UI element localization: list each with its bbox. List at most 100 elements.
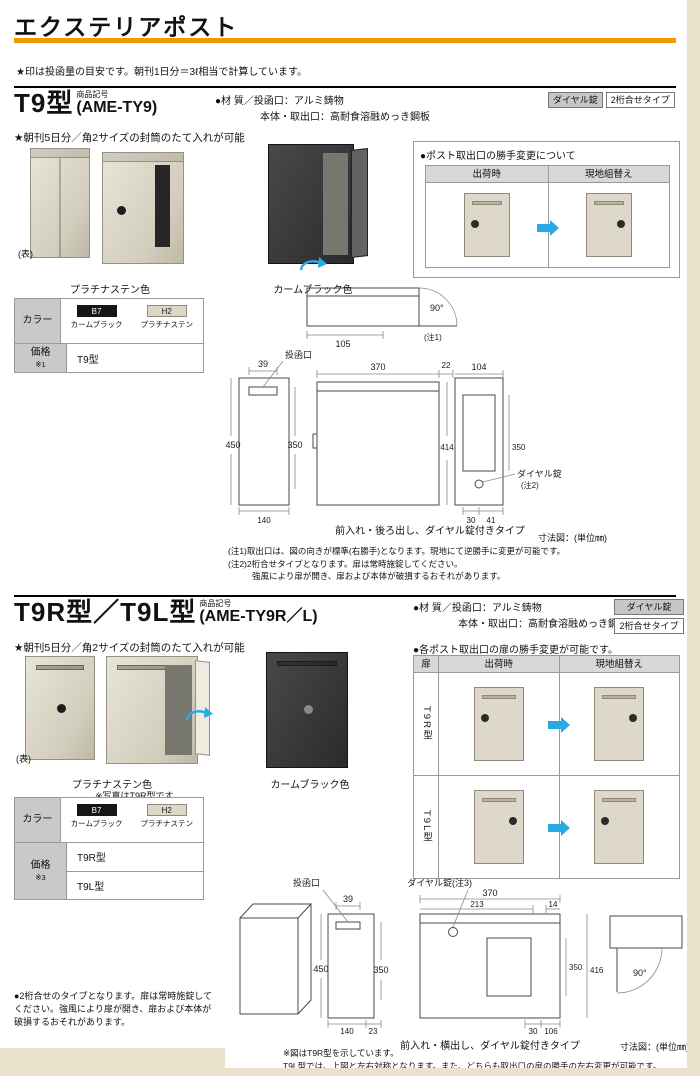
page-edge-bottom-left [0,1048,225,1076]
product-photo-t9r-black [266,652,348,768]
mailbox-slot [602,797,637,802]
mailbox-slot [481,694,516,699]
dial-lock-badge: ダイヤル錠 [548,92,603,108]
dim-22: 22 [442,361,451,370]
section2-rule [14,595,676,597]
t9-note-2: (注2)2桁合せタイプとなります。扉は常時施錠してください。 [228,558,463,569]
dim-90deg: 90° [633,968,647,978]
figure-onsite [547,183,669,267]
t9-handing-panel: ●ポスト取出口の勝手変更について 出荷時 現地組替え [413,141,680,278]
figure-t9l-shipping [438,775,559,878]
mailbox-lid [31,149,89,158]
price-model-t9r: T9R型 [67,843,203,872]
dim-213: 213 [470,900,484,909]
color-name-b7: カームブラック [70,819,123,828]
color-header: カラー [15,299,61,343]
section2-heading: T9R型／T9L型 商品記号 (AME-TY9R／L) [14,599,318,625]
product-code: (AME-TY9R／L) [199,607,318,625]
product-photo-t9-angle [102,152,184,264]
mailbox-window [155,165,170,247]
price-header: 価格 ※3 [15,843,67,899]
mailbox-slot [36,665,84,670]
handing-panel-title: ●ポスト取出口の勝手変更について [420,151,576,162]
slot-label: 投函口 [293,877,320,888]
dial-lock-label: ダイヤル錠(注3) [407,877,472,888]
t9-drawing-unit: 寸法図：(単位㎜) [538,533,607,543]
material-info-t9: ●材 質／投函口：アルミ鋳物 本体・取出口：高耐食溶融めっき鋼板 [215,94,430,125]
page-edge-right [687,0,700,1076]
mailbox-slot [277,661,337,666]
mailbox-figure [585,193,632,257]
product-photo-t9-front [30,148,90,258]
t9rl-handing-table: 扉 出荷時 現地組替え T9R型 T9L型 [413,655,680,879]
color-option-b7: B7 カームブラック [71,305,123,330]
color-option-b7: B7 カームブラック [71,804,123,829]
dial-lock-knob [508,816,517,825]
t9rl-bottom-note: ●2桁合せのタイプとなります。扉は常時施錠してください。強風により扉が開き、扉お… [14,991,213,1027]
change-arrow-t9l-icon [548,820,570,836]
front-view-label: (表) [18,249,33,259]
dim-450: 450 [225,440,240,450]
model-name-t9: T9型 [14,88,74,119]
color-chip-b7: B7 [76,305,117,317]
t9-drawing-caption: 前入れ・後ろ出し、ダイヤル錠付きタイプ [335,526,525,537]
mailbox-slot [481,797,516,802]
material-line1: ●材 質／投函口：アルミ鋳物 [413,603,542,614]
dim-450: 450 [313,964,328,974]
feature-badges-t9rl: ダイヤル錠 2桁合せタイプ [614,599,684,634]
price-models: T9R型 T9L型 [67,843,203,899]
title-underline [14,38,676,43]
t9-notes: (注1)取出口は、図の向きが標準(右勝手)となります。現地にて逆勝手に変更が可能… [228,545,565,583]
section1-heading: T9型 商品記号 (AME-TY9) [14,90,157,116]
mailbox-figure [473,686,524,761]
top-note: ★印は投函量の目安です。朝刊1日分＝3ℓ相当で計算しています。 [16,67,308,78]
dial-lock-badge: ダイヤル錠 [614,599,684,615]
price-model-t9l: T9L型 [77,881,105,893]
color-row: カラー B7 カームブラック H2 プラチナステン [15,299,203,344]
t9rl-drawing-caption: 前入れ・横出し、ダイヤル錠付きタイプ [400,1041,580,1052]
row-label-t9r: T9R型 [414,673,438,776]
capacity-note-t9: ★朝刊5日分／角2サイズの封筒のたて入れが可能 [14,132,245,144]
dim-30: 30 [467,516,476,525]
color-option-h2: H2 プラチナステン [140,804,194,829]
price-header: 価格 ※1 [15,344,67,372]
dim-414: 414 [440,443,454,452]
dim-370: 370 [370,362,385,372]
mailbox-figure [594,686,645,761]
material-line2: 本体・取出口：高耐食溶融めっき鋼板 [260,111,430,123]
finish-platinum-label: プラチナステン色 [72,780,152,791]
color-chip-h2: H2 [146,305,187,317]
model-name-t9rl: T9R型／T9L型 [14,597,197,628]
price-footnote: ※3 [35,872,46,882]
dial-lock-label: ダイヤル錠 [517,468,562,479]
figure-t9l-onsite [558,775,679,878]
dim-104: 104 [471,362,486,372]
dim-350-door: 350 [569,963,583,972]
col-header-shipping: 出荷時 [426,166,548,183]
row-label-t9l: T9L型 [414,775,438,878]
color-name-h2: プラチナステン [140,320,194,329]
dim-140: 140 [257,516,271,525]
dial-lock-knob [616,220,625,228]
t9rl-figure-notes: ※図はT9R型を示しています。 T9L型では、上図と左右対称となります。また、ど… [283,1047,661,1072]
color-name-h2: プラチナステン [140,819,194,828]
t9rl-drawing-unit: 寸法図：(単位㎜) [620,1042,689,1052]
mailbox-interior [322,153,348,255]
mailbox-open-door [351,147,368,259]
handing-table: 出荷時 現地組替え [425,165,670,268]
product-photo-t9-black [268,144,368,264]
feature-badges-t9: ダイヤル錠 2桁合せタイプ [548,92,675,108]
dial-lock-knob [629,713,638,722]
dim-39: 39 [258,359,268,369]
t9-note-3: 強風により扉が開き、扉および本体が破損するおそれがあります。 [252,571,506,581]
dial-lock-knob [601,816,610,825]
dim-39: 39 [343,894,353,904]
mailbox-lid [103,153,183,162]
finish-platinum-label: プラチナステン色 [70,285,150,296]
color-price-table-t9rl: カラー B7 カームブラック H2 プラチナステン 価格 ※3 T9R型 T9L… [14,797,204,900]
rotate-arrow-icon [299,257,327,271]
dim-41: 41 [487,516,496,525]
change-arrow-t9r-icon [548,717,570,733]
material-info-t9rl: ●材 質／投函口：アルミ鋳物 本体・取出口：高耐食溶融めっき鋼板 [413,601,628,632]
